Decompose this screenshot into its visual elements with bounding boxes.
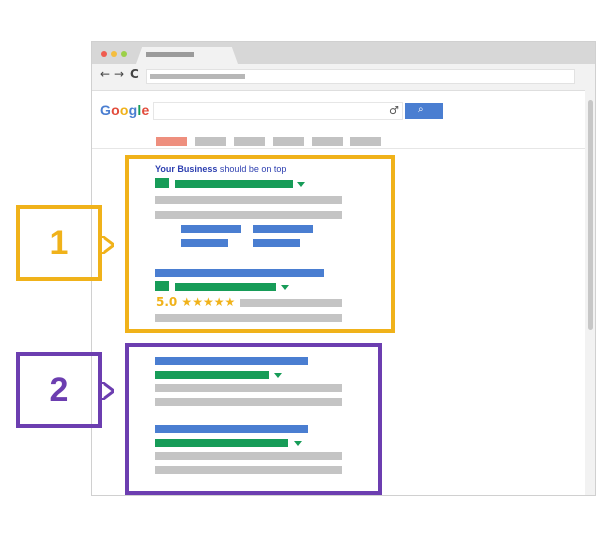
url-dropdown-icon[interactable] [294, 441, 302, 446]
tab-title-placeholder [146, 52, 194, 57]
url-placeholder [150, 74, 245, 79]
callout-label-2: 2 [16, 352, 102, 428]
headline-bold: Your Business [155, 164, 218, 174]
result-snippet-line [155, 466, 342, 474]
logo-letter: G [100, 102, 112, 118]
result-url[interactable] [155, 371, 269, 379]
address-bar[interactable] [146, 69, 575, 84]
result-snippet-line [155, 314, 342, 322]
logo-letter: o [111, 102, 120, 118]
search-button[interactable]: ⌕ [405, 103, 443, 119]
result-snippet-line [155, 398, 342, 406]
url-dropdown-icon[interactable] [274, 373, 282, 378]
ad-badge [155, 178, 169, 188]
callout-label-1: 1 [16, 205, 102, 281]
logo-letter: l [137, 102, 142, 118]
callout-arrow-2 [102, 382, 114, 400]
url-dropdown-icon[interactable] [297, 182, 305, 187]
tab-all[interactable] [156, 137, 187, 146]
result-title[interactable] [155, 357, 308, 365]
microphone-icon[interactable]: ♂ [389, 104, 399, 117]
tab-bar [92, 42, 595, 64]
result-snippet-line [240, 299, 342, 307]
result-snippet-line [155, 452, 342, 460]
tab-images[interactable] [195, 137, 226, 146]
headline-rest: should be on top [217, 164, 287, 174]
reload-icon[interactable]: C [130, 67, 139, 81]
tab-news[interactable] [273, 137, 304, 146]
result-url[interactable] [175, 283, 276, 291]
result-title[interactable] [155, 269, 324, 277]
search-input[interactable] [154, 103, 402, 119]
browser-window: ← → C Google ♂ ⌕ [91, 41, 596, 496]
result-snippet-line [155, 211, 342, 219]
ad-badge [155, 281, 169, 291]
tab-more[interactable] [350, 137, 381, 146]
minimize-window-button[interactable] [111, 51, 117, 57]
logo-letter: e [141, 102, 150, 118]
forward-arrow-icon[interactable]: → [114, 67, 125, 81]
google-logo[interactable]: Google [100, 102, 149, 118]
tab-maps[interactable] [312, 137, 343, 146]
tab-videos[interactable] [234, 137, 265, 146]
highlight-box-2 [125, 343, 382, 495]
result-url[interactable] [175, 180, 293, 188]
sitelink[interactable] [253, 225, 313, 233]
star-rating: 5.0 ★★★★★ [156, 295, 236, 309]
close-window-button[interactable] [101, 51, 107, 57]
top-result-title[interactable]: Your Business should be on top [155, 164, 286, 174]
sitelink[interactable] [253, 239, 300, 247]
result-title[interactable] [155, 425, 308, 433]
logo-letter: o [119, 102, 129, 118]
scrollbar-thumb[interactable] [588, 100, 593, 330]
result-snippet-line [155, 196, 342, 204]
url-dropdown-icon[interactable] [281, 285, 289, 290]
logo-letter: g [128, 102, 138, 118]
result-url[interactable] [155, 439, 288, 447]
highlight-box-1 [125, 155, 395, 333]
callout-arrow-1 [102, 236, 114, 254]
search-icon: ⌕ [418, 104, 424, 115]
sitelink[interactable] [181, 239, 228, 247]
sitelink[interactable] [181, 225, 241, 233]
back-arrow-icon[interactable]: ← [100, 67, 111, 81]
divider [92, 148, 585, 149]
result-snippet-line [155, 384, 342, 392]
maximize-window-button[interactable] [121, 51, 127, 57]
